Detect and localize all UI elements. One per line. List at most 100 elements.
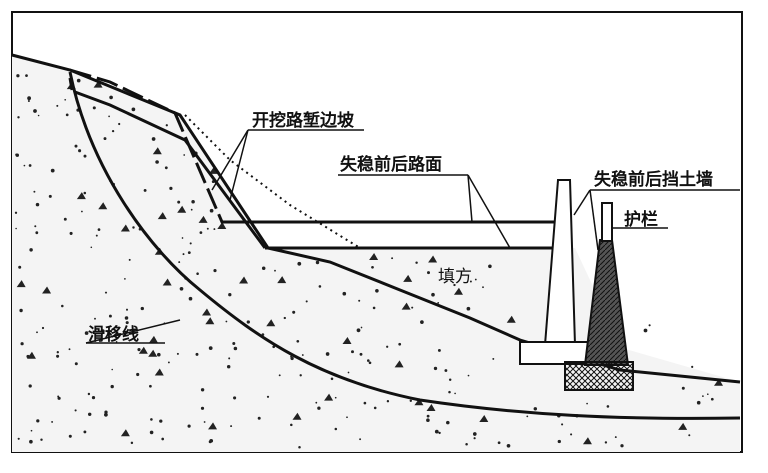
pre-failure-fill-dotted	[184, 114, 361, 249]
soil-dot	[65, 113, 69, 117]
soil-dot	[386, 345, 389, 348]
soil-stone	[157, 212, 167, 220]
soil-dot	[48, 194, 52, 198]
soil-dot	[29, 439, 33, 444]
soil-dot	[330, 377, 334, 381]
ground-body	[12, 55, 740, 452]
soil-dot	[57, 395, 60, 398]
soil-dot	[681, 386, 685, 390]
soil-dot	[411, 306, 414, 309]
soil-dot	[101, 329, 105, 333]
soil-dot	[28, 384, 32, 388]
soil-dot	[301, 354, 304, 356]
soil-dot	[110, 384, 114, 389]
soil-dot	[203, 421, 206, 423]
soil-dot	[707, 393, 709, 396]
soil-dot	[213, 228, 216, 231]
soil-dot	[68, 348, 71, 351]
soil-stone	[93, 80, 103, 88]
soil-stone	[177, 205, 187, 213]
soil-stone	[292, 412, 302, 420]
soil-dot	[482, 286, 484, 289]
soil-stone	[98, 202, 108, 210]
soil-stone	[42, 286, 52, 294]
soil-dot	[466, 306, 471, 311]
soil-dot	[81, 210, 83, 213]
soil-dot	[290, 423, 293, 427]
soil-dot	[586, 402, 588, 405]
soil-dot	[454, 392, 456, 395]
soil-dot	[143, 188, 147, 192]
label-retaining-wall: 失稳前后挡土墙	[594, 169, 713, 190]
retaining-wall-before-base	[519, 341, 593, 365]
soil-dot	[431, 292, 435, 297]
soil-dot	[23, 164, 26, 167]
label-road-surface: 失稳前后路面	[340, 154, 442, 175]
soil-dot	[182, 253, 185, 256]
soil-dot	[488, 264, 492, 269]
soil-dot	[691, 365, 694, 368]
soil-dot	[179, 286, 184, 291]
soil-dot	[570, 433, 573, 436]
soil-dot	[209, 208, 214, 213]
soil-dot	[64, 98, 67, 101]
soil-dot	[74, 409, 77, 412]
soil-stone	[208, 422, 218, 430]
soil-dot	[208, 346, 213, 350]
soil-dot	[561, 423, 564, 426]
label-guardrail: 护栏	[624, 209, 658, 230]
leader-lines	[85, 129, 740, 344]
soil-dot	[183, 154, 186, 156]
soil-stone	[401, 302, 411, 310]
soil-dot	[358, 299, 361, 302]
soil-dot	[334, 396, 337, 399]
soil-dot	[688, 434, 691, 437]
soil-dot	[446, 420, 450, 425]
soil-stone	[479, 414, 489, 422]
soil-dot	[453, 283, 456, 287]
soil-dot	[150, 418, 153, 421]
soil-dot	[29, 248, 33, 252]
soil-dot	[36, 331, 38, 334]
soil-dot	[233, 396, 237, 400]
soil-dot	[702, 395, 704, 397]
soil-stone	[277, 276, 287, 284]
soil-dot	[36, 419, 40, 423]
soil-dot	[367, 359, 370, 362]
soil-dot	[33, 190, 36, 193]
soil-dot	[40, 438, 43, 441]
soil-dot	[372, 306, 376, 310]
soil-dot	[433, 366, 438, 371]
soil-stone	[76, 192, 86, 200]
soil-dot	[91, 395, 96, 400]
label-slip-line: 滑移线	[88, 324, 139, 345]
soil-dot	[50, 168, 55, 173]
soil-dot	[27, 99, 30, 103]
soil-dot	[18, 265, 22, 269]
soil-dot	[56, 104, 59, 107]
soil-dot	[415, 261, 418, 264]
soil-dot	[125, 321, 129, 325]
soil-dot	[434, 429, 439, 434]
soil-stone	[148, 349, 158, 357]
soil-dot	[41, 326, 45, 330]
soil-dot	[136, 372, 140, 377]
soil-dot	[155, 160, 159, 164]
soil-dot	[465, 443, 468, 446]
soil-dot	[467, 374, 470, 377]
soil-dot	[427, 271, 430, 275]
soil-dot	[315, 401, 318, 404]
soil-stone	[198, 215, 208, 223]
soil-dot	[56, 351, 59, 354]
soil-stone	[148, 335, 158, 343]
soil-dot	[19, 308, 23, 313]
soil-dot	[187, 251, 191, 255]
soil-dot	[149, 384, 152, 388]
soil-dot	[200, 406, 205, 410]
soil-dot	[124, 278, 126, 280]
soil-dot	[438, 431, 441, 435]
soil-dot	[159, 419, 163, 423]
soil-dot	[35, 231, 39, 235]
soil-dot	[131, 107, 136, 112]
soil-dot	[188, 296, 193, 301]
